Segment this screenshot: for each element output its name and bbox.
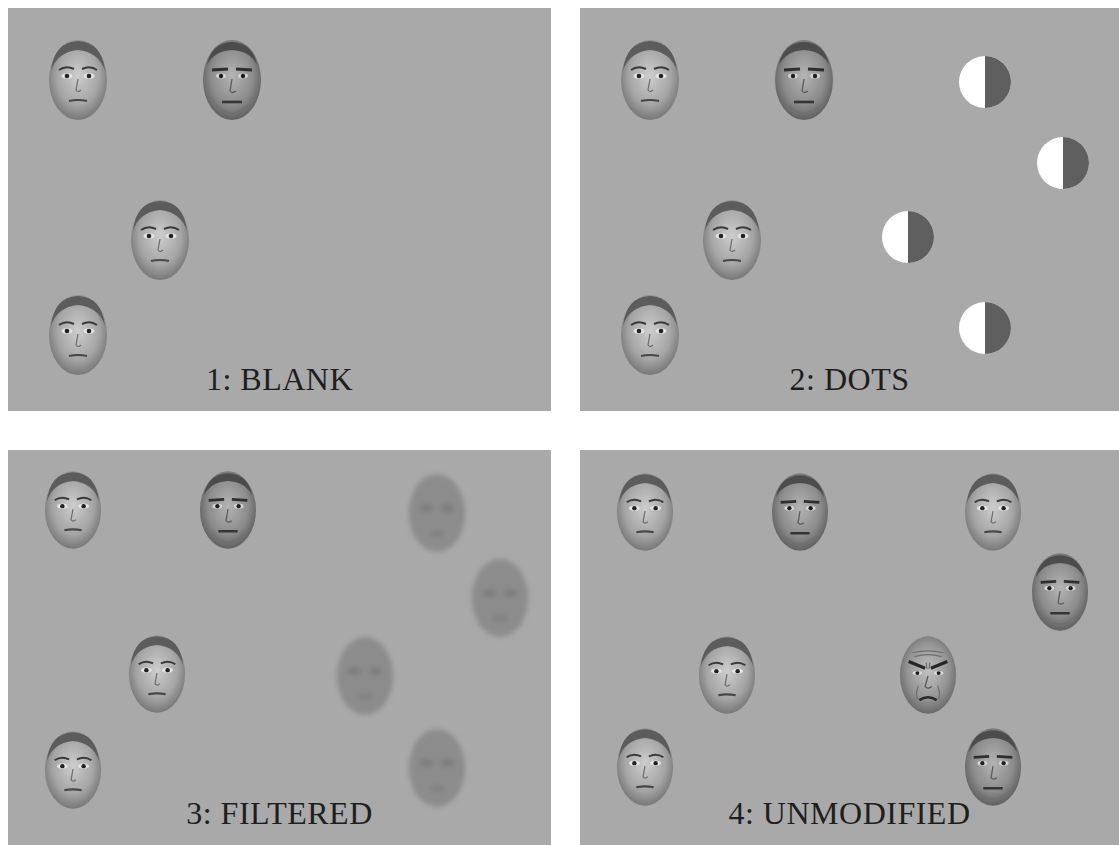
stimulus-panel: 2: DOTS [580, 8, 1119, 411]
condition-label: 3: FILTERED [186, 796, 373, 831]
face-stimulus [1032, 553, 1088, 630]
face-stimulus [49, 40, 107, 120]
filtered-face [337, 637, 393, 715]
filtered-face [409, 729, 465, 807]
dot-stimulus [959, 56, 1011, 108]
panel-ground [8, 450, 551, 845]
face-stimulus [131, 200, 189, 280]
filtered-face [409, 474, 465, 552]
face-stimulus [129, 635, 185, 712]
stimulus-panel: 1: BLANK [8, 8, 551, 411]
angry-face-stimulus [900, 636, 956, 713]
panel-ground [580, 450, 1119, 845]
face-stimulus [45, 471, 101, 548]
face-stimulus [772, 473, 828, 550]
stimulus-panel: 4: UNMODIFIED [580, 450, 1119, 845]
face-stimulus [45, 731, 101, 808]
condition-label: 1: BLANK [206, 362, 353, 397]
condition-label: 4: UNMODIFIED [728, 796, 970, 831]
face-stimulus [699, 636, 755, 713]
dot-stimulus [959, 302, 1011, 354]
face-stimulus [203, 40, 261, 120]
panel-ground [580, 8, 1119, 411]
face-stimulus [965, 473, 1021, 550]
condition-label: 2: DOTS [790, 362, 910, 397]
face-stimulus [49, 295, 107, 375]
dot-stimulus [882, 211, 934, 263]
dot-stimulus [1037, 137, 1089, 189]
face-stimulus [775, 40, 833, 120]
face-stimulus [703, 200, 761, 280]
face-stimulus [621, 295, 679, 375]
face-stimulus [617, 473, 673, 550]
face-stimulus [965, 728, 1021, 805]
panel-ground [8, 8, 551, 411]
filtered-face [472, 559, 528, 637]
stimulus-panel: 3: FILTERED [8, 450, 551, 845]
face-stimulus [621, 40, 679, 120]
face-stimulus [617, 728, 673, 805]
face-stimulus [200, 471, 256, 548]
